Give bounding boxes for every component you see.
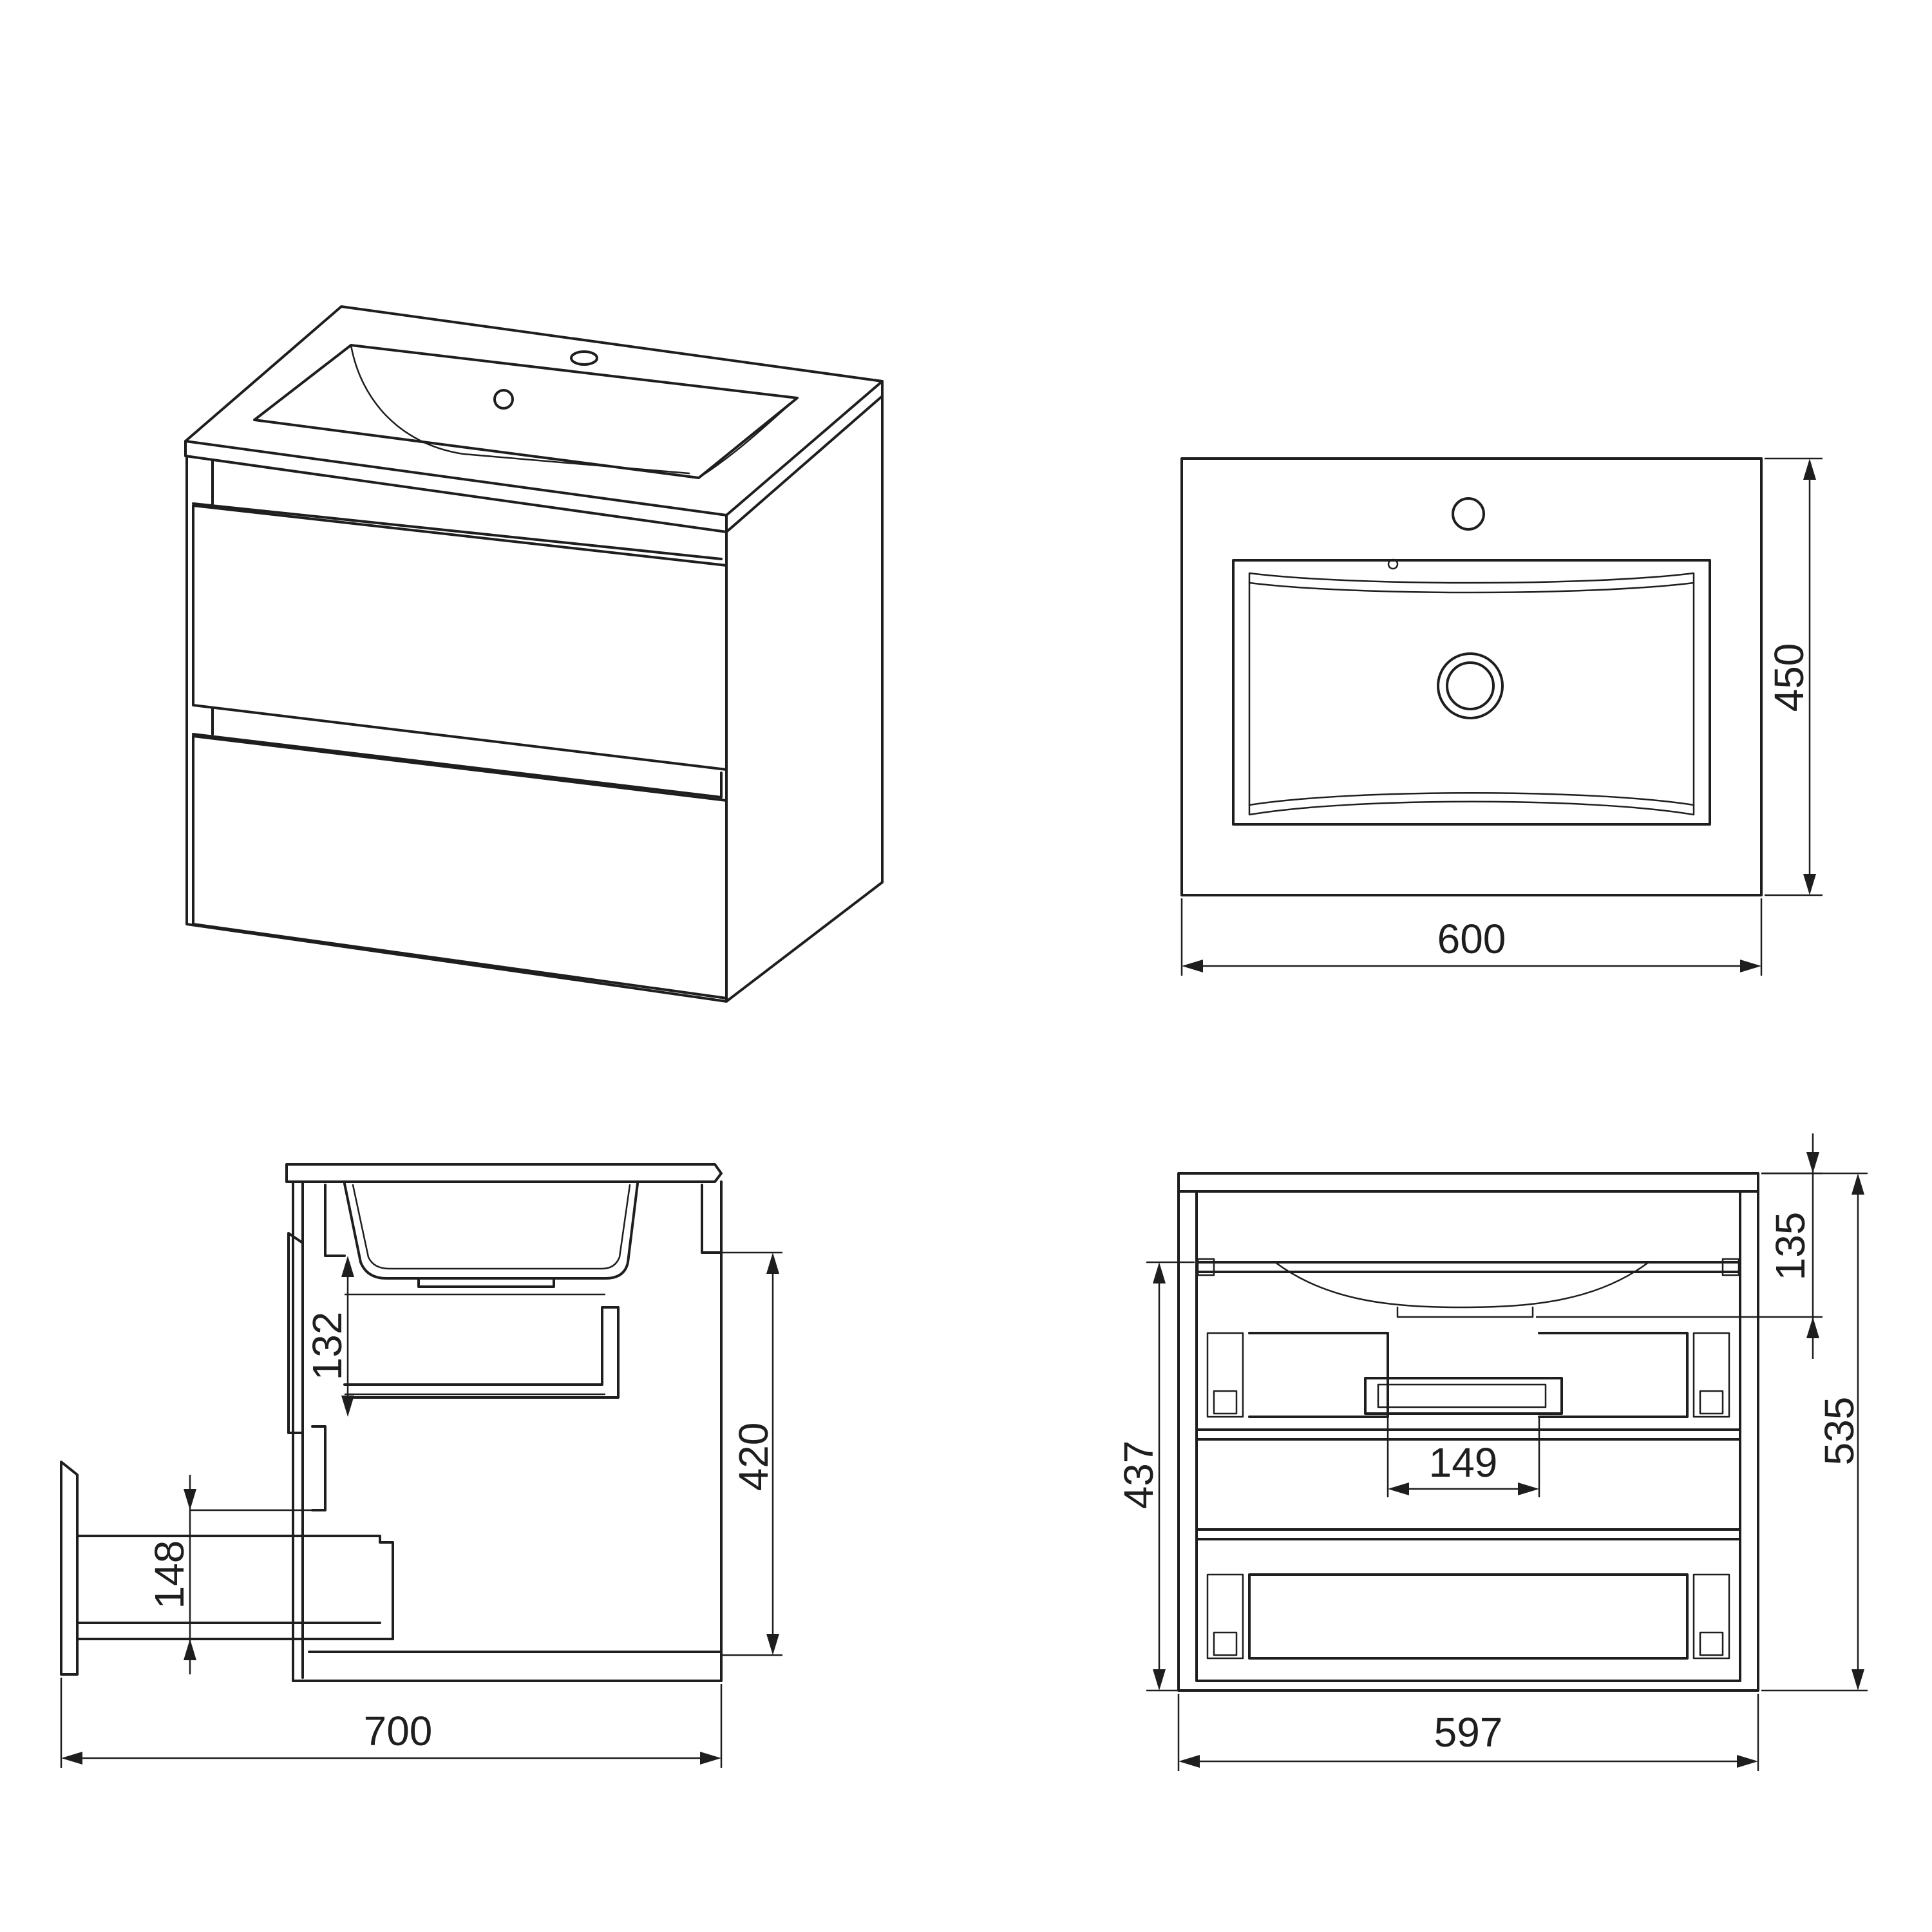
dim-597-arrow-left [1179,1755,1200,1768]
side-cabinet-body [292,1180,723,1682]
dim-535-arrow-top [1852,1173,1864,1195]
side-view: 132 148 420 700 [60,1163,782,1768]
side-countertop [285,1163,723,1183]
iso-cabinet-top-strip [192,459,723,560]
dim-149-arrow-right [1518,1482,1539,1495]
dim-437-arrow-top [1153,1262,1166,1283]
side-drain [417,1277,555,1288]
side-rear-panel [701,1184,723,1254]
front-slide-right-lower [1692,1573,1730,1660]
dim-420-label: 420 [730,1423,777,1492]
dim-597-arrow-right [1737,1755,1758,1768]
top-overflow [1387,558,1399,570]
side-basin [343,1182,639,1280]
iso-basin-inner [350,344,799,479]
dim-700-arrow-left [61,1752,82,1765]
iso-tap-hole [570,350,598,366]
dim-597-label: 597 [1434,1709,1503,1756]
dim-149-label: 149 [1429,1439,1498,1486]
iso-drain [493,389,514,410]
side-drawer-upper-front [287,1232,304,1434]
dim-450-arrow-top [1803,459,1816,480]
dim-535-arrow-bottom [1852,1669,1864,1690]
dim-149-arrow-left [1388,1482,1409,1495]
side-drawer-lower-panel [311,1425,327,1511]
dim-600-arrow-left [1182,960,1203,972]
iso-drawer-gap [192,707,723,799]
top-drain-inner [1446,661,1495,710]
front-countertop [1177,1172,1759,1193]
side-basin-inner [352,1184,631,1270]
dim-437-label: 437 [1115,1441,1162,1510]
dim-148-label: 148 [146,1540,193,1609]
isometric-view [184,305,884,1003]
iso-countertop-top [184,305,884,516]
dim-135-arrow-bottom [1806,1317,1819,1338]
side-drawer-upper-box [324,1184,620,1399]
front-basin-hidden [1274,1261,1650,1318]
front-slide-left-lower [1206,1573,1244,1660]
iso-drawer-lower [192,735,728,999]
dim-700-arrow-right [700,1752,721,1765]
top-basin-rim [1232,559,1711,826]
front-upper-drawer [1195,1332,1741,1441]
dim-450-label: 450 [1766,643,1812,712]
dim-535-label: 535 [1816,1397,1862,1466]
dim-420-arrow-bottom [766,1634,779,1655]
front-handle-inner [1377,1383,1547,1408]
side-drawer-pulled-front [60,1461,79,1676]
iso-basin-rim [253,344,799,479]
front-slide-left-upper [1206,1332,1244,1418]
dim-148-arrow-bottom [184,1639,196,1660]
dim-450-arrow-bottom [1803,874,1816,895]
dim-132-arrow-top [341,1256,354,1277]
dim-700-label: 700 [364,1708,433,1754]
top-basin-lines [1248,582,1695,806]
dim-437-arrow-bottom [1153,1669,1166,1690]
front-brackets [1197,1258,1740,1276]
front-cabinet-body [1177,1190,1759,1692]
front-view: 135 535 437 149 597 [1115,1133,1868,1771]
front-slide-right-upper [1692,1332,1730,1418]
dim-600-arrow-right [1740,960,1761,972]
iso-countertop-side [725,380,884,533]
top-tap-hole [1452,497,1485,531]
dim-148-arrow-top [184,1489,196,1510]
top-drain-outer [1437,652,1504,719]
dim-420-arrow-top [766,1253,779,1274]
dim-135-arrow-top [1806,1152,1819,1173]
front-lower-drawer [1195,1528,1741,1660]
top-countertop [1180,457,1763,896]
iso-countertop-front [184,440,728,533]
top-basin-inner [1248,572,1695,816]
front-handle [1364,1377,1563,1415]
front-inner-frame [1195,1190,1741,1682]
top-view: 450 600 [1180,457,1823,976]
iso-cabinet-side [725,395,884,1003]
dim-132-arrow-bottom [341,1396,354,1417]
iso-cabinet-front-edge [185,455,728,1003]
dim-135-label: 135 [1767,1212,1814,1281]
dim-132-label: 132 [304,1312,350,1381]
iso-drawer-upper [192,504,728,771]
front-top-rail [1195,1261,1741,1273]
dim-600-label: 600 [1437,916,1506,962]
